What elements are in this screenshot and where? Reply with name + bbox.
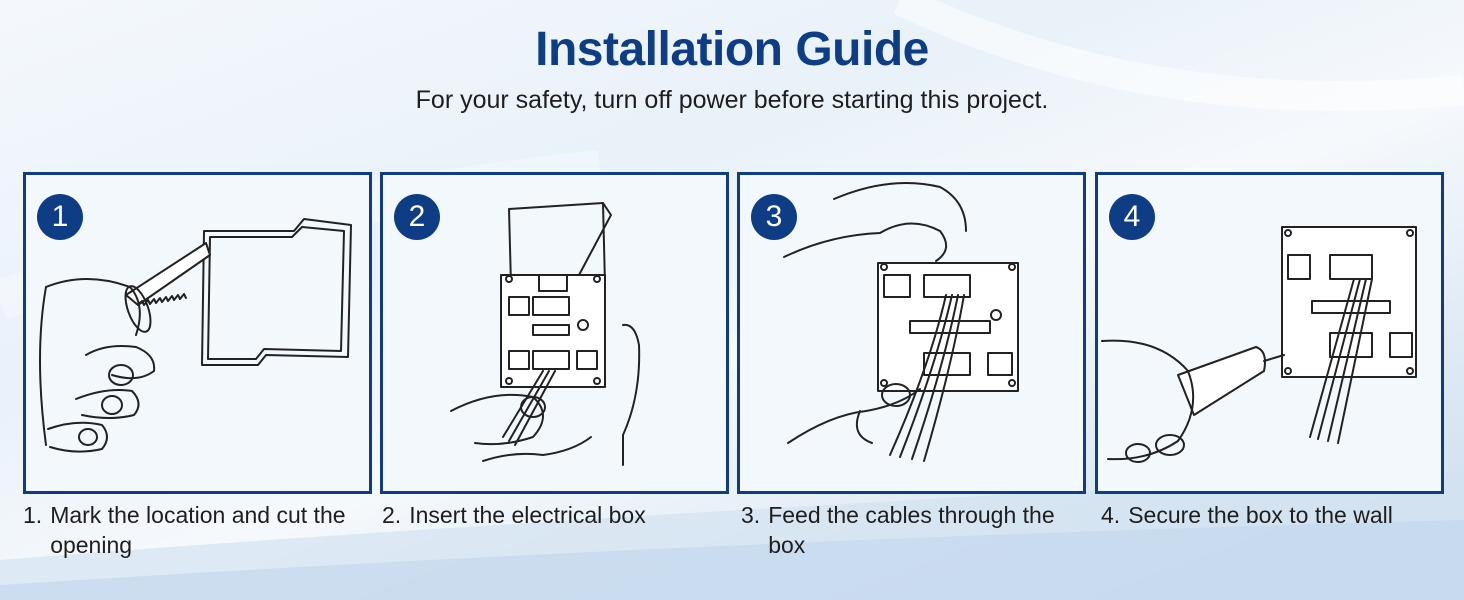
step-4-badge: 4 bbox=[1109, 194, 1155, 240]
step-2-panel: 2 bbox=[380, 172, 729, 494]
screwdriver-secure-illustration bbox=[1101, 226, 1417, 463]
step-1-caption: 1. Mark the location and cut the opening bbox=[23, 500, 363, 560]
step-1-badge: 1 bbox=[37, 194, 83, 240]
step-3-panel: 3 bbox=[737, 172, 1086, 494]
step-number: 2. bbox=[382, 502, 402, 528]
step-text: Secure the box to the wall bbox=[1128, 502, 1393, 528]
step-number: 1. bbox=[23, 502, 43, 528]
step-4-panel: 4 bbox=[1095, 172, 1444, 494]
step-2-badge: 2 bbox=[394, 194, 440, 240]
safety-subtitle: For your safety, turn off power before s… bbox=[415, 86, 1049, 114]
step-text: Insert the electrical box bbox=[409, 502, 646, 528]
step-4-caption: 4. Secure the box to the wall bbox=[1101, 500, 1451, 530]
step-number: 4. bbox=[1101, 502, 1121, 528]
step-text: Feed the cables through the box bbox=[768, 502, 1055, 558]
electrical-box-insert-illustration bbox=[450, 202, 641, 466]
step-text: Mark the location and cut the opening bbox=[50, 502, 346, 558]
cable-feed-illustration bbox=[783, 182, 1019, 462]
step-3-caption: 3. Feed the cables through the box bbox=[741, 500, 1086, 560]
step-1-panel: 1 bbox=[23, 172, 372, 494]
hand-saw-illustration bbox=[39, 218, 352, 453]
step-number: 3. bbox=[741, 502, 761, 528]
step-2-caption: 2. Insert the electrical box bbox=[382, 500, 722, 530]
step-3-badge: 3 bbox=[751, 194, 797, 240]
page-title: Installation Guide bbox=[535, 23, 929, 76]
